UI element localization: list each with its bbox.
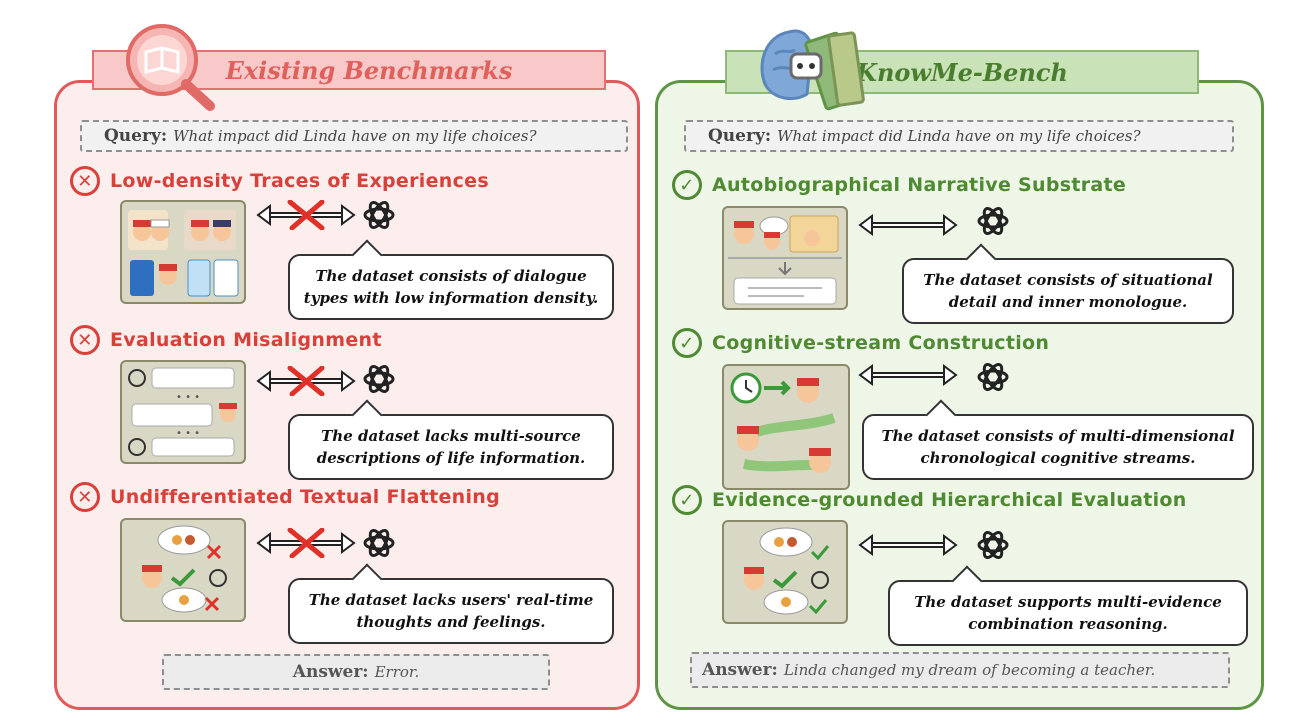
right-item-3-line-1: The dataset supports multi-evidence — [914, 593, 1222, 611]
x-circle-icon: ✕ — [70, 166, 100, 196]
left-answer-label: Answer: — [292, 662, 369, 682]
left-item-3-heading: ✕ Undifferentiated Textual Flattening — [70, 482, 500, 512]
dialogue-illustration — [120, 200, 246, 304]
right-item-1-heading-text: Autobiographical Narrative Substrate — [712, 174, 1127, 196]
cognitive-stream-illustration — [722, 364, 850, 490]
right-answer-box: Answer: Linda changed my dream of becomi… — [690, 652, 1230, 688]
blocked-double-arrow-icon — [256, 528, 356, 558]
right-item-2-bubble: The dataset consists of multi-dimensiona… — [862, 414, 1254, 480]
left-item-1-heading-text: Low-density Traces of Experiences — [110, 170, 489, 192]
openai-logo-icon — [363, 201, 395, 229]
svg-text:• • •: • • • — [176, 392, 200, 403]
right-query-label: Query: — [708, 126, 772, 146]
right-item-1-line-1: The dataset consists of situational — [923, 271, 1213, 289]
openai-logo-icon — [363, 529, 395, 557]
right-item-1-heading: ✓ Autobiographical Narrative Substrate — [672, 170, 1126, 200]
right-item-3-bubble: The dataset supports multi-evidence comb… — [888, 580, 1248, 646]
left-answer-text: Error. — [374, 663, 420, 681]
evaluation-chat-illustration: • • • • • • — [120, 360, 246, 464]
flattening-illustration — [120, 518, 246, 622]
right-item-3-line-2: combination reasoning. — [968, 615, 1168, 633]
x-circle-icon: ✕ — [70, 325, 100, 355]
right-item-3-heading: ✓ Evidence-grounded Hierarchical Evaluat… — [672, 485, 1187, 515]
left-item-1-heading: ✕ Low-density Traces of Experiences — [70, 166, 489, 196]
right-title-text: KnowMe-Bench — [856, 57, 1068, 87]
left-item-2-heading: ✕ Evaluation Misalignment — [70, 325, 382, 355]
double-arrow-icon — [858, 364, 958, 386]
left-item-1-bubble: The dataset consists of dialogue types w… — [288, 254, 614, 320]
right-item-1-line-2: detail and inner monologue. — [948, 293, 1188, 311]
narrative-illustration — [722, 206, 848, 310]
openai-logo-icon — [977, 207, 1009, 235]
left-item-3-bubble: The dataset lacks users' real-time thoug… — [288, 578, 614, 644]
left-item-3-line-1: The dataset lacks users' real-time — [308, 591, 594, 609]
left-query-text: What impact did Linda have on my life ch… — [173, 127, 537, 145]
left-item-2-heading-text: Evaluation Misalignment — [110, 329, 382, 351]
check-circle-icon: ✓ — [672, 485, 702, 515]
left-item-3-line-2: thoughts and feelings. — [356, 613, 546, 631]
double-arrow-icon — [858, 534, 958, 556]
openai-logo-icon — [977, 363, 1009, 391]
svg-text:• • •: • • • — [176, 428, 200, 439]
x-circle-icon: ✕ — [70, 482, 100, 512]
left-item-3-heading-text: Undifferentiated Textual Flattening — [110, 486, 501, 508]
left-query-box: Query: What impact did Linda have on my … — [80, 120, 628, 152]
double-arrow-icon — [858, 214, 958, 236]
right-item-1-bubble: The dataset consists of situational deta… — [902, 258, 1234, 324]
left-item-1-line-2: types with low information density. — [303, 289, 599, 307]
left-title-text: Existing Benchmarks — [225, 55, 513, 85]
right-item-2-heading: ✓ Cognitive-stream Construction — [672, 328, 1049, 358]
right-item-2-line-2: chronological cognitive streams. — [920, 449, 1196, 467]
check-circle-icon: ✓ — [672, 170, 702, 200]
book-magnifier-icon — [126, 24, 215, 111]
left-item-2-line-1: The dataset lacks multi-source — [321, 427, 581, 445]
right-answer-text: Linda changed my dream of becoming a tea… — [783, 661, 1156, 679]
openai-logo-icon — [977, 531, 1009, 559]
blocked-double-arrow-icon — [256, 366, 356, 396]
check-circle-icon: ✓ — [672, 328, 702, 358]
evidence-illustration — [722, 520, 848, 624]
brain-robot-film-icon — [760, 29, 865, 111]
right-item-2-line-1: The dataset consists of multi-dimensiona… — [881, 427, 1235, 445]
left-item-1-line-1: The dataset consists of dialogue — [315, 267, 587, 285]
right-answer-label: Answer: — [702, 660, 778, 680]
right-query-box: Query: What impact did Linda have on my … — [684, 120, 1234, 152]
left-query-label: Query: — [104, 126, 168, 146]
right-item-2-heading-text: Cognitive-stream Construction — [712, 332, 1050, 354]
left-answer-box: Answer: Error. — [162, 654, 550, 690]
right-query-text: What impact did Linda have on my life ch… — [777, 127, 1141, 145]
left-item-2-bubble: The dataset lacks multi-source descripti… — [288, 414, 614, 480]
blocked-double-arrow-icon — [256, 200, 356, 230]
left-item-2-line-2: descriptions of life information. — [316, 449, 586, 467]
right-item-3-heading-text: Evidence-grounded Hierarchical Evaluatio… — [712, 489, 1187, 511]
openai-logo-icon — [363, 365, 395, 393]
